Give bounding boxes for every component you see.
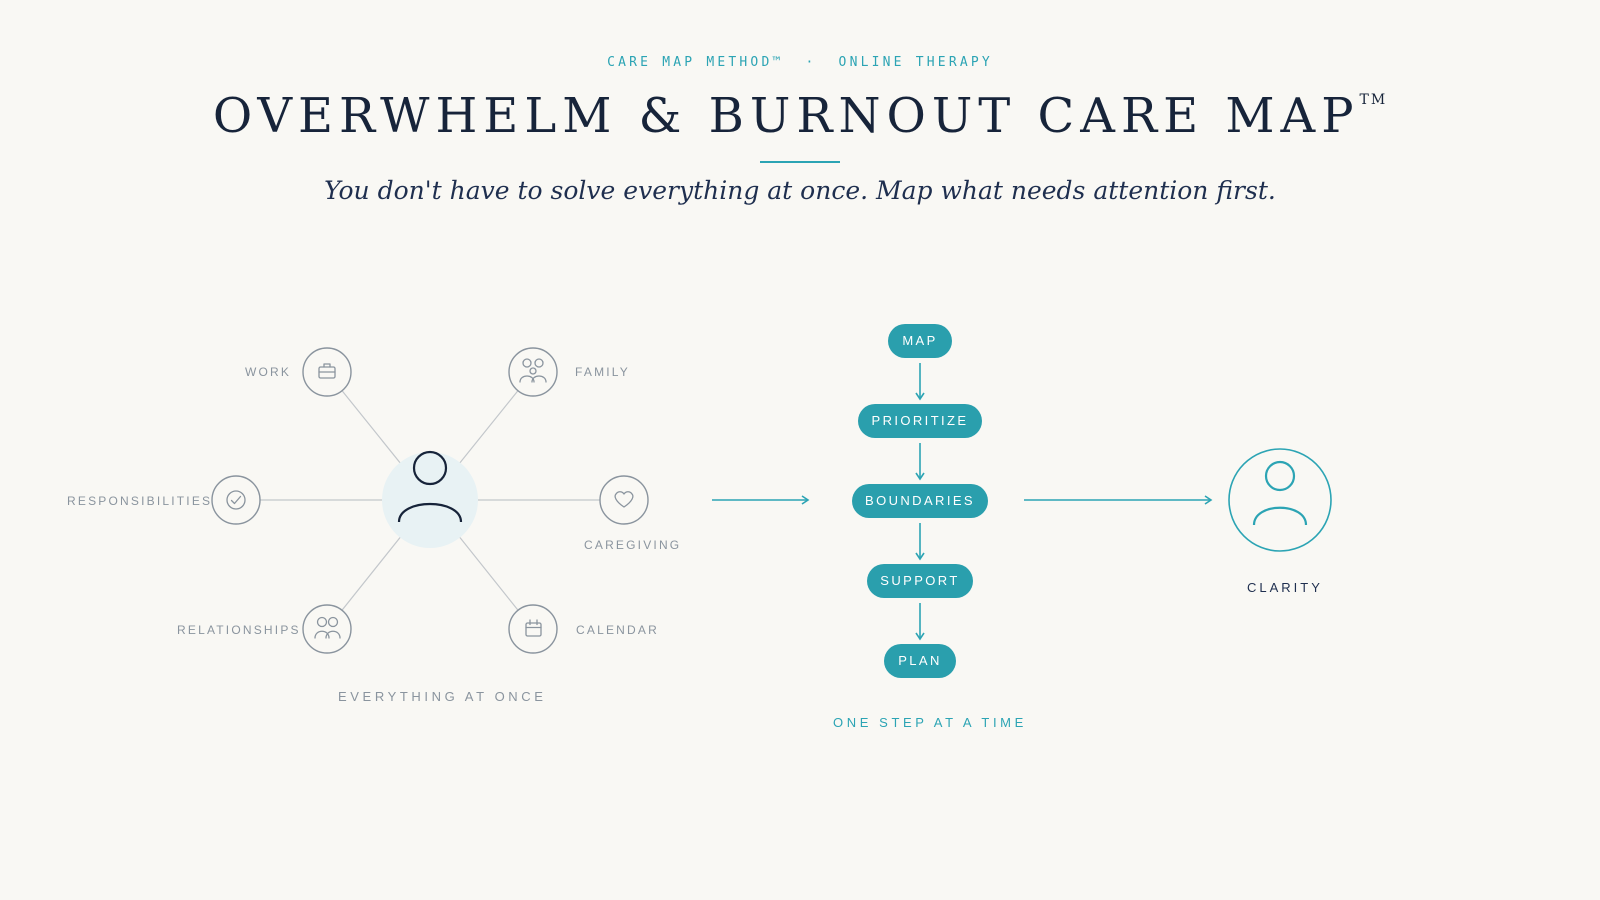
arrow-to-clarity [1024,495,1213,505]
calendar-icon [525,619,542,637]
step-arrow-1 [915,363,925,401]
caption-everything-at-once: EVERYTHING AT ONCE [338,689,547,704]
node-caregiving[interactable] [599,475,649,525]
node-calendar[interactable] [508,604,558,654]
briefcase-icon [318,363,336,379]
family-icon [519,358,547,383]
eyebrow: CARE MAP METHOD™ · ONLINE THERAPY [0,55,1600,70]
node-label-caregiving: CAREGIVING [584,538,682,552]
node-responsibilities[interactable] [211,475,261,525]
caption-one-step-at-a-time: ONE STEP AT A TIME [833,715,1027,730]
step-arrow-2 [915,443,925,481]
heart-icon [614,491,634,508]
page-title-text: OVERWHELM & BURNOUT CARE MAP [212,88,1360,144]
eyebrow-separator: · [805,55,817,70]
page-subtitle: You don't have to solve everything at on… [324,176,1276,205]
step-prioritize[interactable]: PRIORITIZE [858,404,982,438]
page-title: OVERWHELM & BURNOUT CARE MAPTM [0,88,1600,144]
person-icon [397,450,463,523]
step-map[interactable]: MAP [888,324,952,358]
eyebrow-service: ONLINE THERAPY [838,55,993,70]
node-label-relationships: RELATIONSHIPS [177,623,301,637]
node-relationships[interactable] [302,604,352,654]
trademark-mark: TM [1359,92,1388,108]
clarity-circle [1228,448,1332,552]
node-family[interactable] [508,347,558,397]
step-support[interactable]: SUPPORT [867,564,973,598]
title-underline [760,161,840,163]
people-icon [314,616,341,639]
clarity-person-icon [1252,460,1308,526]
node-label-responsibilities: RESPONSIBILITIES [67,494,213,508]
clarity-label: CLARITY [1247,580,1323,595]
eyebrow-method: CARE MAP METHOD™ [607,55,784,70]
arrow-to-steps [712,495,810,505]
node-label-work: WORK [245,365,292,379]
node-label-calendar: CALENDAR [576,623,659,637]
check-circle-icon [226,490,246,510]
step-plan[interactable]: PLAN [884,644,956,678]
step-arrow-3 [915,523,925,561]
step-arrow-4 [915,603,925,641]
node-label-family: FAMILY [575,365,630,379]
center-halo [382,452,478,548]
step-boundaries[interactable]: BOUNDARIES [852,484,988,518]
